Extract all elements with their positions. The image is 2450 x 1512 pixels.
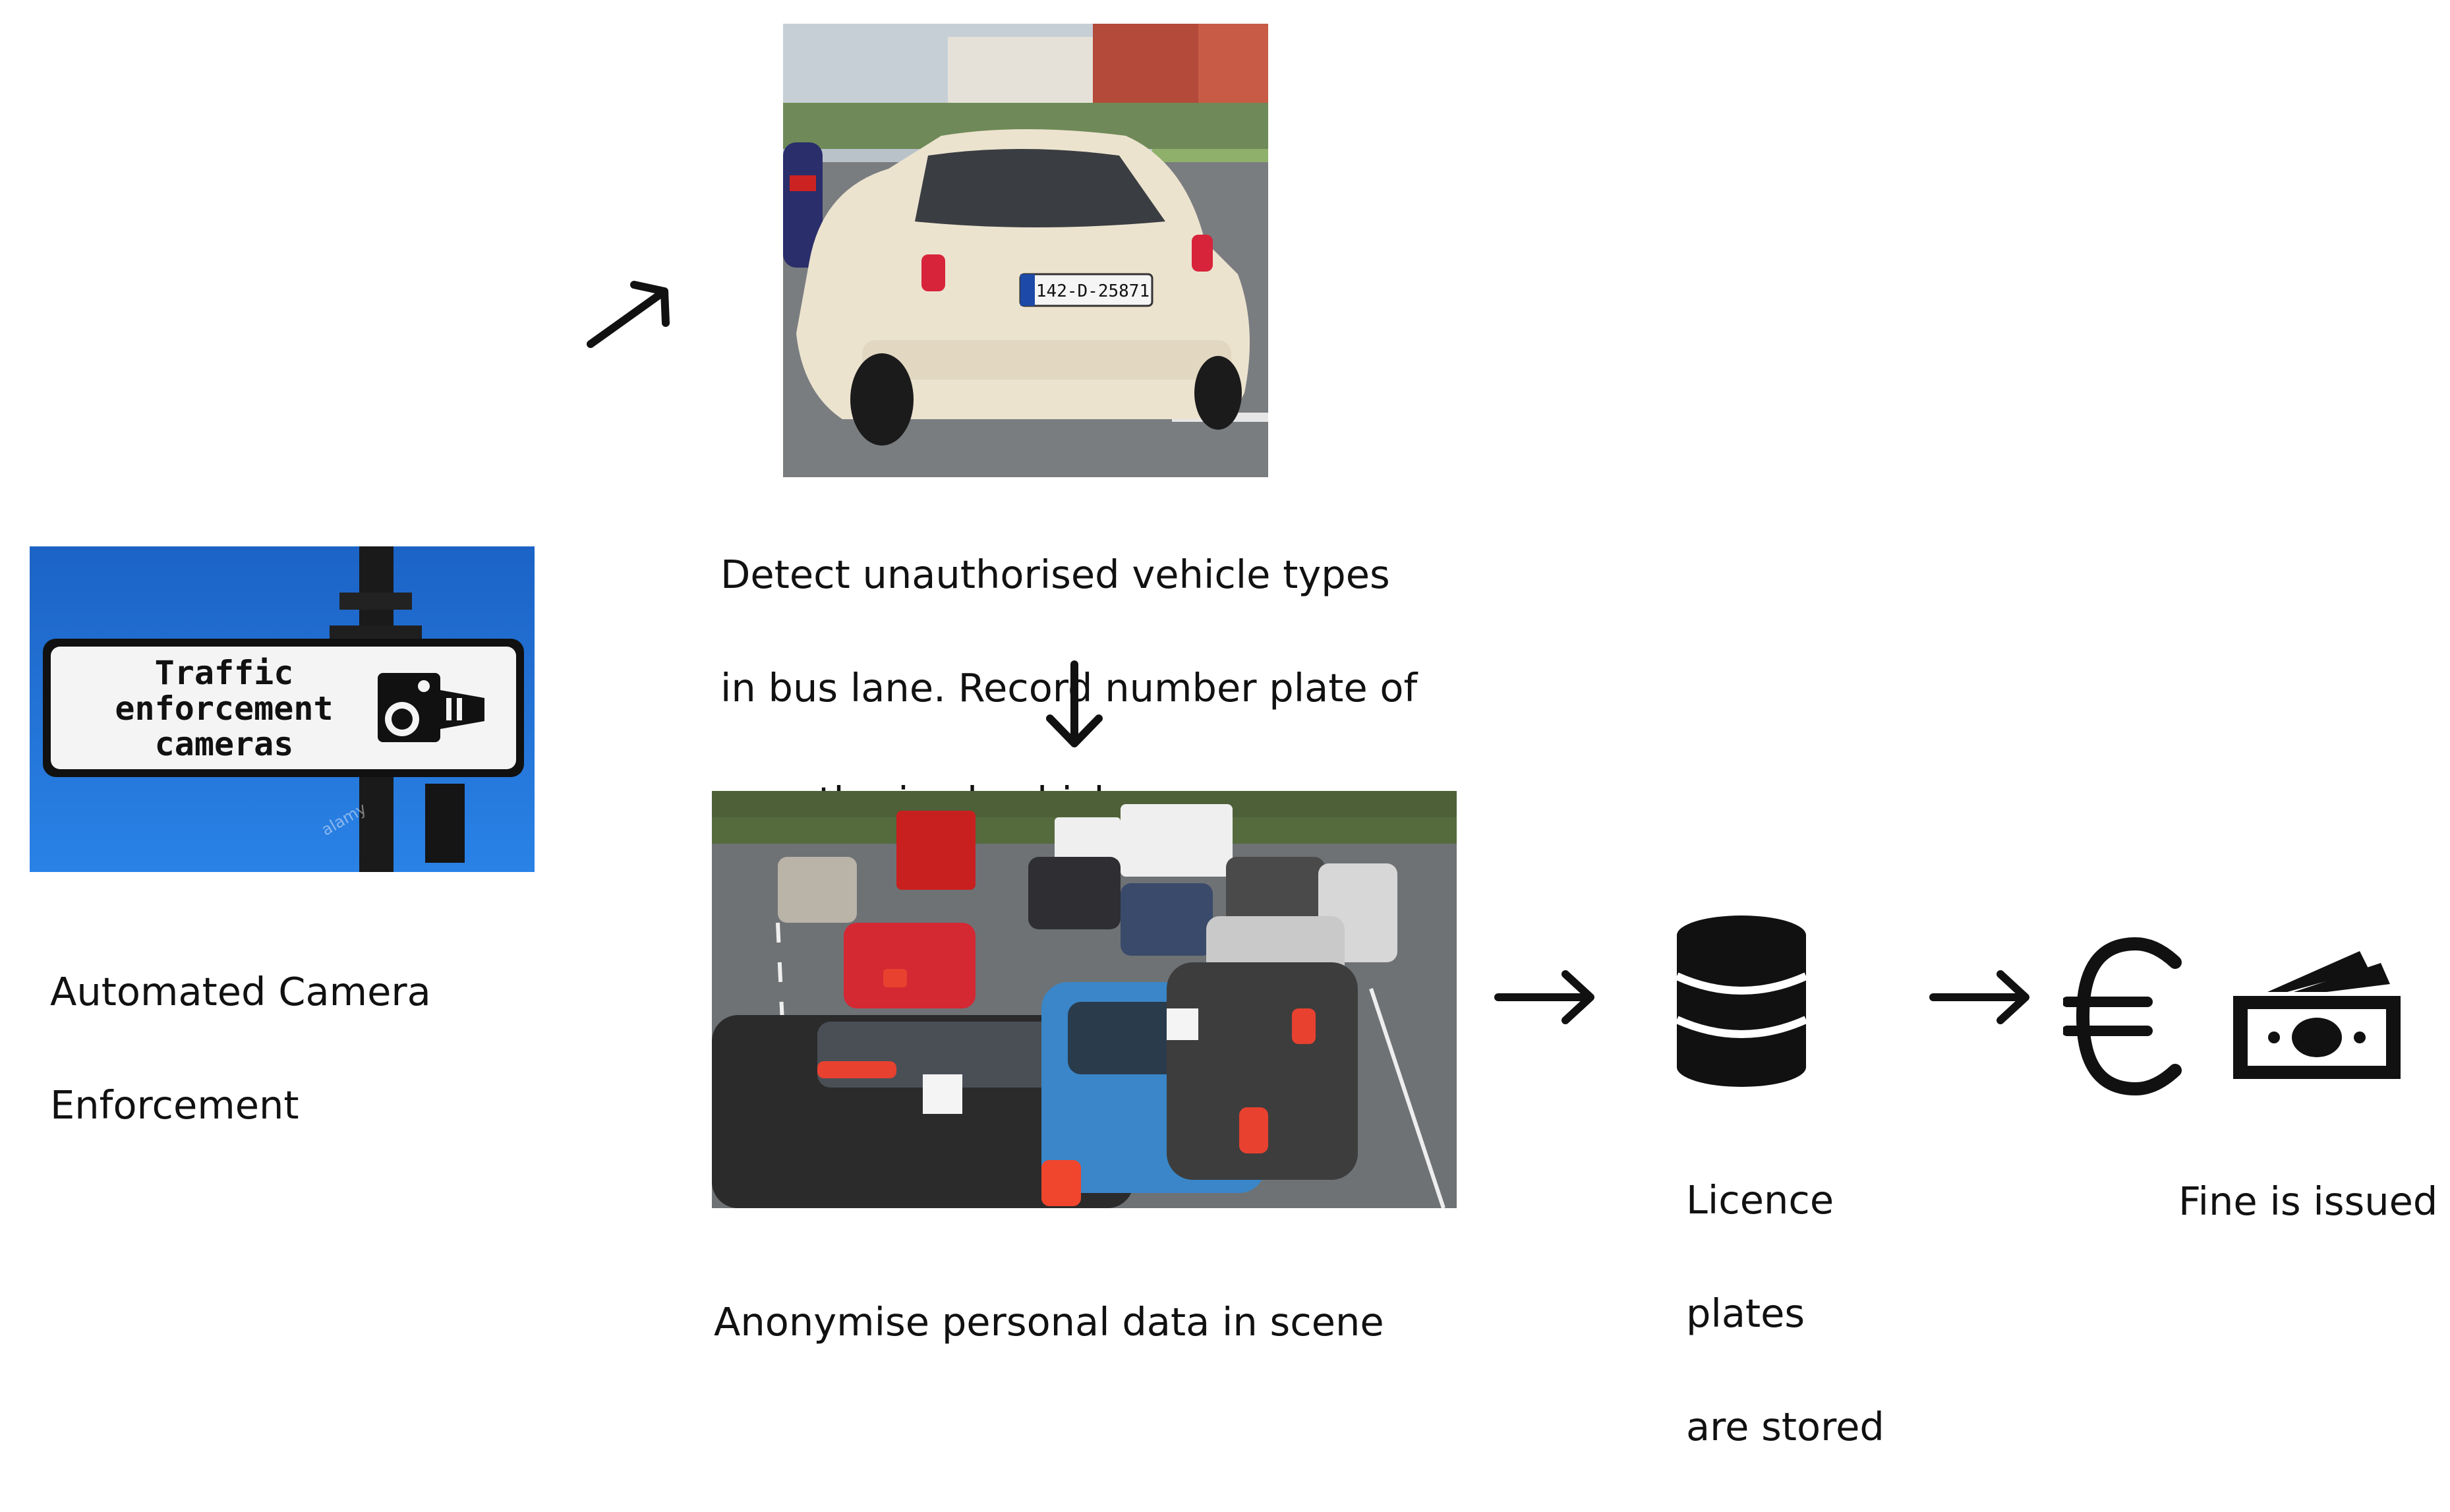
storage-caption-line-1: Licence (1686, 1177, 1834, 1223)
banknotes-icon (2233, 951, 2401, 1079)
camera-caption-line-1: Automated Camera (50, 969, 431, 1014)
anonymise-caption: Anonymise personal data in scene (714, 1237, 1505, 1407)
arrow-right-icon (1929, 970, 2029, 1024)
database-icon (1675, 916, 1808, 1087)
sign-line-3: cameras (154, 725, 294, 763)
camera-caption-line-2: Enforcement (50, 1082, 299, 1128)
sign-line-2: enforcement (115, 689, 334, 728)
storage-caption-line-3: are stored (1686, 1404, 1884, 1449)
sign-line-1: Traffic (154, 654, 294, 692)
arrow-up-right-icon (587, 281, 670, 348)
camera-caption: Automated Camera Enforcement (50, 907, 511, 1190)
storage-caption: Licence plates are stored (1686, 1115, 1950, 1512)
arrow-down-icon (1046, 660, 1103, 747)
arrow-right-icon (1494, 970, 1594, 1024)
detect-caption-line-1: Detect unauthorised vehicle types (720, 552, 1390, 597)
sign-text: Traffic enforcement cameras (76, 655, 372, 762)
car-photo: 142-D-25871 (783, 24, 1268, 477)
traffic-photo (712, 791, 1457, 1208)
euro-icon (2063, 937, 2182, 1096)
anonymise-caption-line-1: Anonymise personal data in scene (714, 1299, 1384, 1345)
storage-caption-line-2: plates (1686, 1291, 1805, 1336)
detect-caption-line-2: in bus lane. Record number plate of (720, 665, 1418, 711)
fine-caption-line-1: Fine is issued (2178, 1178, 2438, 1224)
fine-caption: Fine is issued (2178, 1117, 2442, 1287)
camera-sign-photo: Traffic enforcement cameras alamy (30, 546, 535, 872)
plate-text: 142-D-25871 (1036, 281, 1150, 301)
